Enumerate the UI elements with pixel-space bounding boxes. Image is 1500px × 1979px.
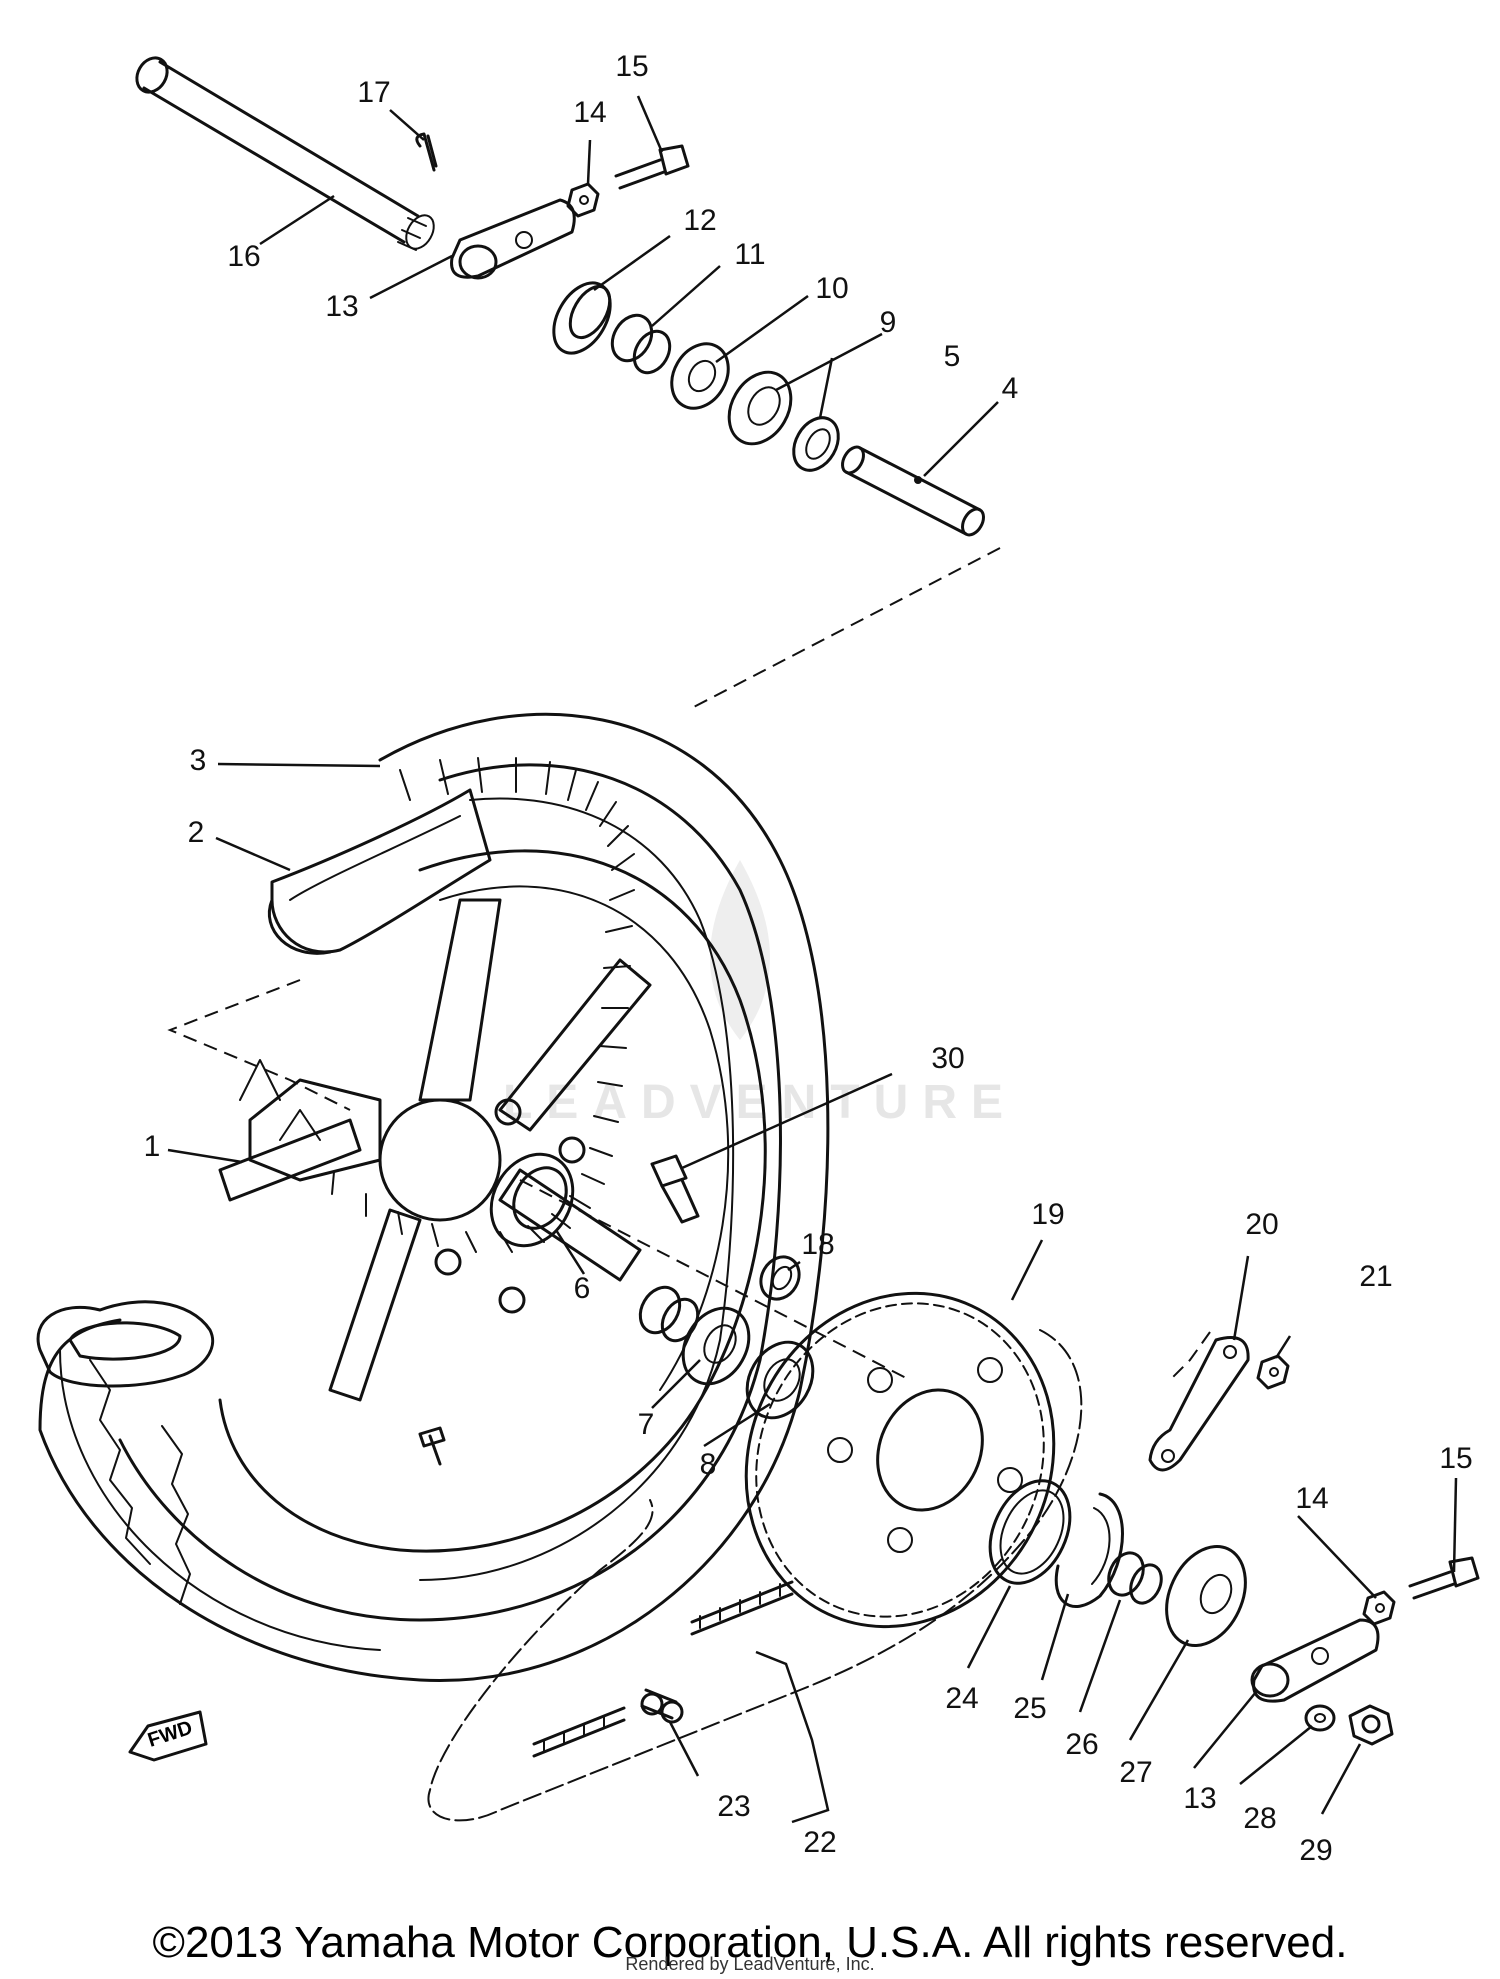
callout-14-top: 14 — [573, 96, 606, 129]
callout-22: 22 — [803, 1826, 836, 1859]
callout-26: 26 — [1065, 1728, 1098, 1761]
watermark: LEADVENTURE — [503, 860, 1017, 1129]
chain-adjuster-13-top — [450, 198, 576, 280]
callout-10: 10 — [815, 272, 848, 305]
callout-24: 24 — [945, 1682, 978, 1715]
callout-4: 4 — [1002, 372, 1019, 405]
washer-18 — [759, 1255, 801, 1301]
callout-25: 25 — [1013, 1692, 1046, 1725]
callout-5: 5 — [944, 340, 961, 373]
fwd-direction-badge: FWD — [128, 1710, 208, 1762]
callout-20: 20 — [1245, 1208, 1278, 1241]
axle-16 — [135, 56, 435, 251]
callout-7: 7 — [638, 1408, 655, 1441]
valve-stem — [418, 1426, 446, 1466]
cover-12 — [552, 281, 612, 355]
bearing-7 — [681, 1306, 751, 1386]
callout-16: 16 — [227, 240, 260, 273]
sprocket-19 — [744, 1291, 1056, 1629]
callout-14-bottom: 14 — [1295, 1482, 1328, 1515]
axis-line-top — [687, 547, 1001, 711]
master-link-23 — [640, 1688, 684, 1724]
callout-28: 28 — [1243, 1802, 1276, 1835]
callout-17: 17 — [357, 76, 390, 109]
callout-8: 8 — [700, 1448, 717, 1481]
tube-2 — [267, 788, 492, 955]
nut-21 — [1256, 1354, 1290, 1390]
tire-3 — [38, 712, 830, 1683]
callout-30: 30 — [931, 1042, 964, 1075]
axis-line-right — [1169, 1331, 1211, 1381]
collar-26 — [1107, 1551, 1163, 1605]
fwd-label: FWD — [145, 1717, 195, 1752]
cotter-pin-17 — [415, 132, 438, 172]
circlip-25 — [1054, 1492, 1124, 1608]
bolt-30 — [650, 1154, 700, 1224]
axis-line-left — [167, 979, 351, 1111]
bolt-15-top — [614, 144, 690, 190]
callout-12: 12 — [683, 204, 716, 237]
axle-nut-29 — [1348, 1704, 1394, 1746]
render-credit: Rendered by LeadVenture, Inc. — [625, 1954, 875, 1974]
plate-20 — [1148, 1336, 1250, 1472]
callout-13-top: 13 — [325, 290, 358, 323]
callout-labels: 1 2 3 4 5 6 7 8 9 10 11 12 13 14 15 16 1… — [144, 50, 1473, 1867]
callout-1: 1 — [144, 1130, 161, 1163]
callout-11: 11 — [734, 238, 765, 271]
callout-15-bottom: 15 — [1439, 1442, 1472, 1475]
bearing-6 — [489, 1152, 575, 1248]
oil-seal-10 — [670, 342, 730, 410]
washer-28 — [1304, 1704, 1336, 1732]
callout-27: 27 — [1119, 1756, 1152, 1789]
bolt-15-bottom — [1408, 1556, 1480, 1600]
bearing-9 — [727, 370, 793, 446]
callout-19: 19 — [1031, 1198, 1064, 1231]
circlip-24 — [988, 1479, 1072, 1585]
callout-15-top: 15 — [615, 50, 648, 83]
callout-6: 6 — [574, 1272, 591, 1305]
callout-13-bottom: 13 — [1183, 1782, 1216, 1815]
chain-adjuster-13-bottom — [1250, 1618, 1380, 1703]
plate-washer-27 — [1165, 1544, 1247, 1648]
nut-14-bottom — [1362, 1590, 1396, 1626]
callout-29: 29 — [1299, 1834, 1332, 1867]
hub-bolts — [434, 1098, 586, 1314]
callout-9: 9 — [880, 306, 897, 339]
leader-lines — [167, 95, 1458, 1824]
collar-11 — [610, 313, 672, 375]
callout-21: 21 — [1359, 1260, 1392, 1293]
drive-chain-22 — [427, 1329, 1083, 1822]
nut-14-top — [566, 182, 600, 218]
watermark-text: LEADVENTURE — [503, 1076, 1017, 1129]
tire-cut-section — [36, 1300, 215, 1388]
callout-2: 2 — [188, 816, 205, 849]
callout-18: 18 — [801, 1228, 834, 1261]
collar-7 — [638, 1285, 700, 1343]
copyright-notice: ©2013 Yamaha Motor Corporation, U.S.A. A… — [152, 1918, 1348, 1967]
rim-and-hub-1 — [218, 849, 767, 1553]
spacer-flange-5 — [792, 416, 840, 472]
callout-23: 23 — [717, 1790, 750, 1823]
spacer-4 — [841, 445, 985, 537]
callout-3: 3 — [190, 744, 207, 777]
